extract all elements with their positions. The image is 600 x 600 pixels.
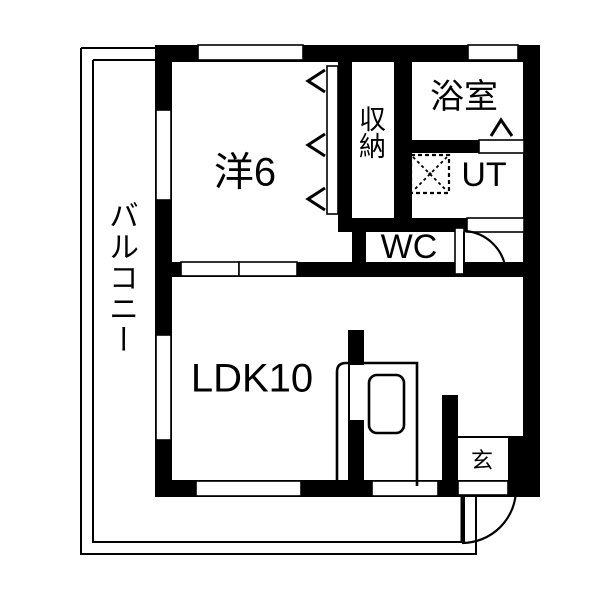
wall-wc-bottom — [338, 262, 523, 277]
opening-bath-door — [478, 139, 525, 154]
genkan-threshold — [457, 480, 509, 496]
kitchen-sink — [367, 373, 406, 435]
wall-east-exterior — [523, 45, 540, 497]
room-label-bathroom: 浴室 — [430, 78, 498, 116]
washing-machine-symbol — [409, 153, 451, 195]
wall-wc-left — [352, 218, 366, 272]
washer-outline — [409, 153, 451, 195]
window-left-ldk — [155, 334, 172, 441]
kitchen-partition-gap — [350, 365, 364, 420]
room-label-utility: UT — [461, 156, 506, 194]
entrance-swing-door — [460, 488, 518, 545]
wall-entrance-partition — [442, 395, 458, 490]
folding-marker-3 — [305, 186, 326, 212]
kitchen-counter-outline — [335, 361, 419, 486]
room-label-toilet: WC — [381, 228, 438, 266]
sliding-door-panel-left — [180, 261, 240, 277]
closet-door-leaf — [326, 65, 339, 215]
folding-marker-1 — [305, 68, 326, 94]
room-label-entrance: 玄 — [471, 448, 493, 473]
wc-door-arc — [463, 229, 508, 274]
wall-closet-right — [394, 62, 412, 230]
bathroom-folding-door-marker — [489, 117, 514, 137]
bath-folding-marker — [489, 117, 514, 137]
entrance-door-arc — [461, 488, 518, 545]
window-bottom-ldk — [195, 480, 302, 497]
window-top-bathroom — [467, 44, 519, 61]
genkan-outline — [457, 436, 526, 496]
room-label-closet: 収納 — [355, 105, 385, 159]
washer-center-dot — [428, 172, 432, 176]
opening-ut-door — [466, 217, 525, 233]
balcony-outline — [80, 47, 477, 555]
wc-door-leaf — [454, 227, 465, 275]
room-label-ldk: LDK10 — [191, 357, 313, 401]
folding-marker-2 — [305, 132, 326, 158]
window-openings — [155, 44, 525, 497]
sliding-door-panel-right — [238, 261, 298, 277]
wall-closet-left — [338, 62, 352, 230]
window-left-bedroom — [155, 109, 172, 201]
wc-swing-door — [454, 227, 508, 275]
wall-entrance-step — [508, 437, 526, 489]
kitchen-fixtures — [335, 361, 419, 486]
room-label-bedroom: 洋6 — [214, 151, 276, 195]
window-top-bedroom — [197, 44, 304, 61]
closet-folding-door-markers — [305, 65, 339, 215]
room-label-balcony: バルコニー — [104, 200, 137, 355]
opening-bottom-kitchen — [371, 480, 439, 497]
